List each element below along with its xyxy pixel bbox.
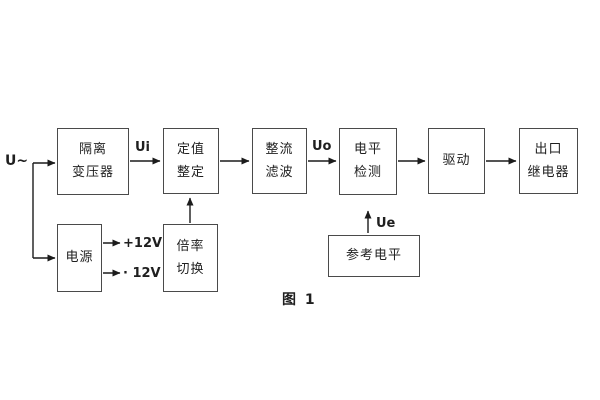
- block-power-supply: 电源: [57, 224, 102, 292]
- block-label: 隔离: [78, 142, 107, 157]
- block-level-detection: 电平 检测: [339, 128, 397, 195]
- block-label: 驱动: [442, 153, 471, 168]
- signal-label-ui: Ui: [135, 140, 151, 155]
- block-label: 出口: [534, 141, 563, 157]
- block-rectifier-filter: 整流 滤波: [252, 128, 307, 194]
- block-label: 参考电平: [345, 248, 402, 263]
- block-isolation-transformer: 隔离 变压器: [57, 128, 129, 195]
- block-rate-switch: 倍率 切换: [163, 224, 218, 292]
- signal-label-plus-12v: +12V: [123, 236, 163, 251]
- block-label: 切换: [176, 261, 205, 277]
- signal-label-input-u: U~: [5, 153, 29, 169]
- block-label: 电平: [353, 142, 382, 157]
- block-reference-level: 参考电平: [328, 235, 420, 277]
- block-label: 定值: [176, 141, 205, 157]
- block-output-relay: 出口 继电器: [519, 128, 578, 194]
- signal-label-minus-12v: · 12V: [123, 266, 161, 281]
- figure-caption: 图 1: [282, 292, 317, 308]
- block-label: 变压器: [71, 165, 114, 180]
- block-label: 倍率: [176, 238, 205, 254]
- block-label: 继电器: [527, 164, 570, 180]
- block-label: 整定: [176, 164, 205, 180]
- block-label: 滤波: [265, 164, 294, 180]
- signal-label-uo: Uo: [312, 139, 332, 154]
- block-drive: 驱动: [428, 128, 485, 194]
- block-label: 整流: [265, 141, 294, 157]
- block-label: 检测: [353, 165, 382, 180]
- signal-label-ue: Ue: [376, 216, 396, 231]
- block-label: 电源: [65, 250, 94, 265]
- block-value-setting: 定值 整定: [163, 128, 219, 194]
